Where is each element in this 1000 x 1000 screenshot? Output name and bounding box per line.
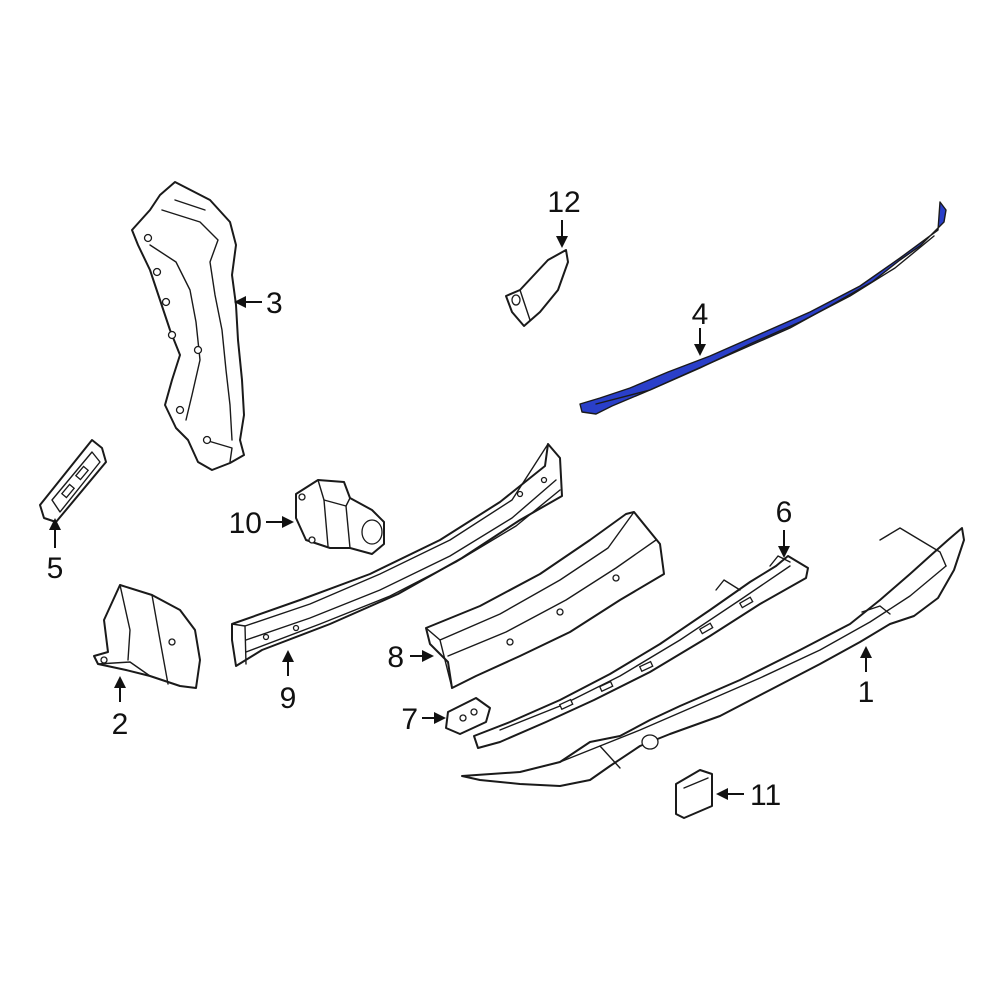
leader-arrow-12 <box>556 236 568 248</box>
callout-labels: 1 2 3 4 5 6 7 8 9 10 11 12 <box>47 186 875 812</box>
callout-5: 5 <box>47 552 64 585</box>
callout-11: 11 <box>750 779 781 812</box>
callout-6: 6 <box>776 496 793 529</box>
part-6-support-bracket[interactable] <box>473 555 809 749</box>
leader-arrow-9 <box>282 650 294 662</box>
part-9-impact-bar[interactable] <box>231 443 563 667</box>
leader-arrow-6 <box>778 546 790 558</box>
callout-7: 7 <box>401 703 418 736</box>
leader-arrow-11 <box>716 788 728 800</box>
callout-1: 1 <box>858 676 875 709</box>
part-10-sensor[interactable] <box>295 479 385 555</box>
part-5-bracket[interactable] <box>39 439 107 523</box>
part-8-absorber[interactable] <box>425 511 665 689</box>
leader-arrow-8 <box>422 650 434 662</box>
callout-3: 3 <box>266 287 283 320</box>
leader-arrow-4 <box>694 344 706 356</box>
leader-arrow-1 <box>860 646 872 658</box>
callout-4: 4 <box>692 298 709 331</box>
part-7-clip[interactable] <box>445 697 491 735</box>
part-4-trim-strip[interactable] <box>579 201 947 415</box>
callout-10: 10 <box>229 507 262 540</box>
part-11-cover-cap[interactable] <box>675 769 713 819</box>
part-2-corner-bracket[interactable] <box>93 584 201 689</box>
callout-9: 9 <box>280 682 297 715</box>
leader-lines <box>49 220 872 800</box>
leader-arrow-3 <box>234 296 246 308</box>
callout-8: 8 <box>387 641 404 674</box>
callout-12: 12 <box>547 186 580 219</box>
trim-strip-shape <box>579 201 947 415</box>
part-3-inner-panel[interactable] <box>131 181 245 471</box>
callout-2: 2 <box>112 708 129 741</box>
leader-arrow-7 <box>434 712 446 724</box>
part-12-reflector[interactable] <box>505 249 569 327</box>
leader-arrow-2 <box>114 676 126 688</box>
leader-arrow-10 <box>282 516 294 528</box>
part-1-bumper-cover[interactable] <box>461 527 965 787</box>
leader-arrow-5 <box>49 518 61 530</box>
